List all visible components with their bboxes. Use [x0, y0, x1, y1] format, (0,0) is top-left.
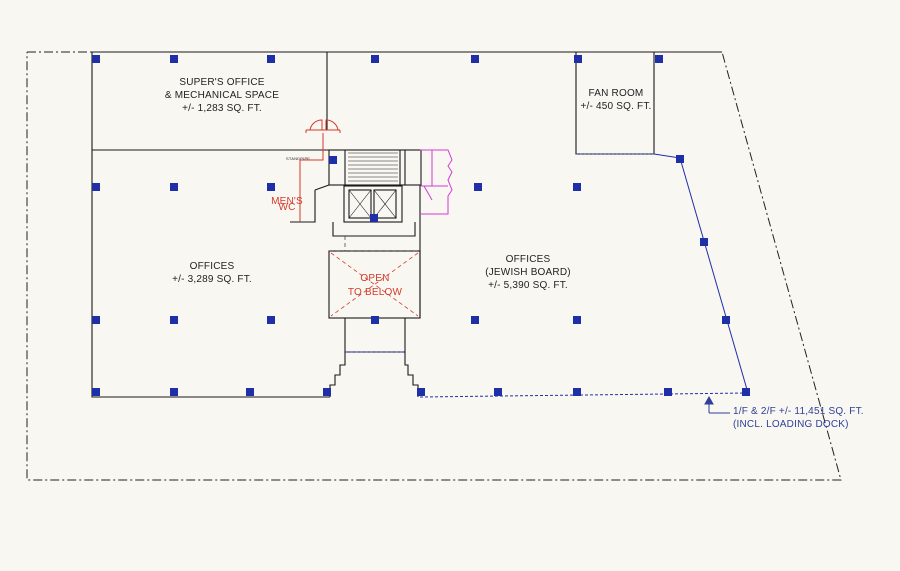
- column-marker: [267, 183, 275, 191]
- column-marker: [471, 55, 479, 63]
- column-marker: [417, 388, 425, 396]
- stair-treads: [348, 152, 398, 219]
- column-marker: [370, 214, 378, 222]
- column-marker: [170, 316, 178, 324]
- offices-west-area: +/- 3,289 SQ. FT.: [172, 274, 252, 285]
- mens-wc-label-2: WC: [278, 202, 295, 213]
- building-walls: [91, 51, 722, 398]
- callout-area-line1: 1/F & 2/F +/- 11,451 SQ. FT.: [733, 406, 864, 417]
- open-to-below-x: [330, 252, 419, 317]
- column-marker: [371, 55, 379, 63]
- supers-office-subtitle: & MECHANICAL SPACE: [165, 90, 279, 101]
- standpipe-label: STANDPIPE: [286, 156, 310, 161]
- column-marker: [170, 183, 178, 191]
- column-marker: [246, 388, 254, 396]
- open-to-below-line2: TO BELOW: [348, 287, 403, 298]
- column-marker: [267, 316, 275, 324]
- red-markup: [299, 119, 341, 222]
- offices-east-title: OFFICES: [506, 254, 551, 265]
- column-marker: [573, 388, 581, 396]
- column-marker: [170, 388, 178, 396]
- callout-area-line2: (INCL. LOADING DOCK): [733, 419, 849, 430]
- callout-arrow: [704, 395, 730, 414]
- column-marker: [573, 316, 581, 324]
- mens-wc-label-1: MEN'S: [271, 196, 303, 207]
- column-marker: [267, 55, 275, 63]
- column-marker: [700, 238, 708, 246]
- column-marker: [573, 183, 581, 191]
- column-marker: [471, 316, 479, 324]
- column-marker: [170, 55, 178, 63]
- column-marker: [323, 388, 331, 396]
- dashed-lines: [329, 236, 420, 252]
- supers-office-title: SUPER'S OFFICE: [179, 77, 264, 88]
- column-marker: [371, 316, 379, 324]
- offices-east-area: +/- 5,390 SQ. FT.: [488, 280, 568, 291]
- column-marker: [474, 183, 482, 191]
- offices-east-subtitle: (JEWISH BOARD): [485, 267, 571, 278]
- column-marker: [92, 316, 100, 324]
- fan-room-title: FAN ROOM: [589, 88, 644, 99]
- column-marker: [92, 388, 100, 396]
- structural-columns: [92, 55, 750, 396]
- column-marker: [742, 388, 750, 396]
- column-marker: [676, 155, 684, 163]
- open-to-below-line1: OPEN: [360, 273, 389, 284]
- column-marker: [722, 316, 730, 324]
- column-marker: [574, 55, 582, 63]
- column-marker: [664, 388, 672, 396]
- fan-room-area: +/- 450 SQ. FT.: [580, 101, 651, 112]
- supers-office-area: +/- 1,283 SQ. FT.: [182, 103, 262, 114]
- property-line: [26, 51, 842, 481]
- column-marker: [655, 55, 663, 63]
- column-marker: [329, 156, 337, 164]
- column-marker: [92, 55, 100, 63]
- east-building-outline: [345, 153, 749, 398]
- offices-west-title: OFFICES: [190, 261, 235, 272]
- column-marker: [494, 388, 502, 396]
- magenta-markup: [420, 149, 453, 215]
- column-marker: [92, 183, 100, 191]
